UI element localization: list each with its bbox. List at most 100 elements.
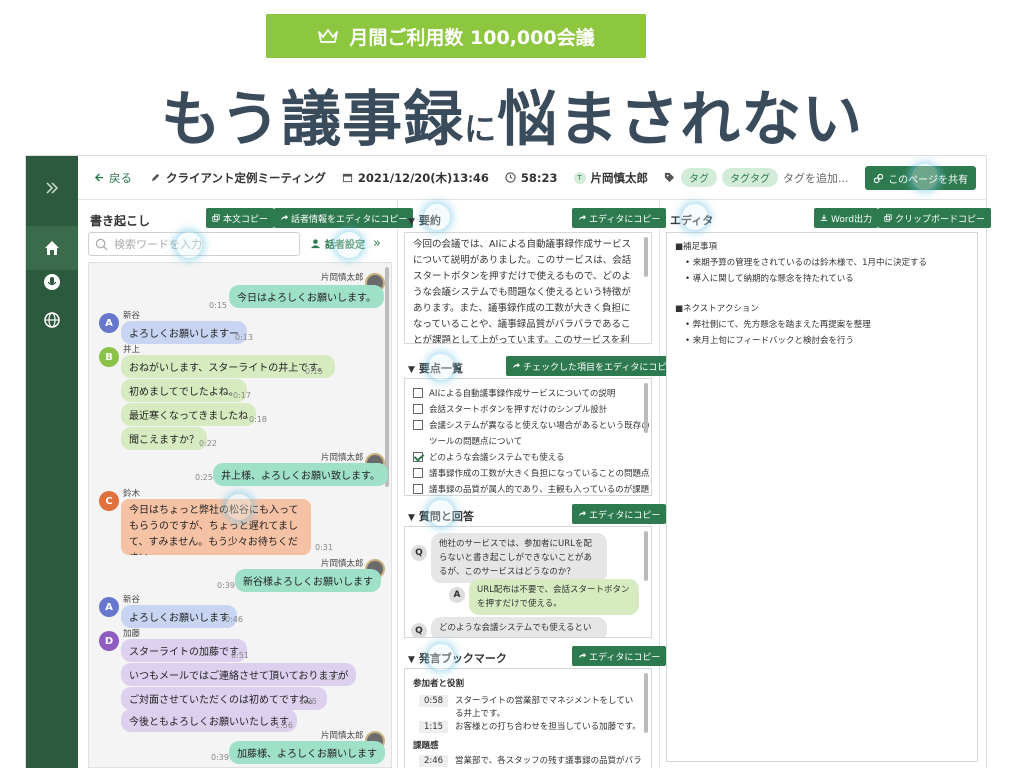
word-export-button[interactable]: Word出力: [814, 208, 879, 228]
bookmark-time[interactable]: 1:15: [419, 721, 449, 733]
hero-title-part2: 悩まされない: [497, 85, 864, 155]
list-item[interactable]: スターライトの加藤です: [121, 639, 247, 662]
home-icon[interactable]: [40, 236, 64, 260]
avatar: A: [99, 313, 119, 333]
list-item[interactable]: 議事録の品質が属人的であり、主観も入っているのが課題: [413, 483, 649, 495]
list-item[interactable]: ご対面させていただくのは初めてですね。: [121, 687, 327, 710]
datetime-text: 2021/12/20(木)13:46: [357, 170, 489, 185]
bookmarks-scrollbar[interactable]: [644, 673, 648, 733]
keypoints-scrollbar[interactable]: [644, 383, 648, 433]
question-icon: Q: [411, 545, 427, 561]
checkbox[interactable]: [413, 468, 423, 478]
list-item-continuation: ツールの問題点について: [429, 435, 522, 447]
expand-icon[interactable]: [40, 176, 64, 200]
list-item[interactable]: おねがいします、スターライトの井上です。: [121, 355, 336, 378]
speaker-settings-label: 話者設定: [325, 240, 365, 251]
qa-title[interactable]: ▼質問と回答: [408, 508, 474, 524]
avatar: C: [99, 491, 119, 511]
speaker-settings-button[interactable]: 話者設定 »: [310, 236, 381, 251]
qa-copy-button[interactable]: エディタにコピー: [572, 504, 667, 524]
chat-scrollbar[interactable]: [385, 267, 389, 487]
hero-title-part1: もう議事録: [160, 85, 465, 155]
tag-add-input[interactable]: タグを追加...: [783, 171, 849, 185]
speaker-name: 新谷: [123, 595, 141, 605]
summary-copy-button[interactable]: エディタにコピー: [572, 208, 667, 228]
list-item[interactable]: 会議システムが異なると使えない場合があるという既存の: [413, 419, 650, 431]
editor-panel: エディタ Word出力 クリップボードコピー ■補足事項 • 来期予算の管理をさ…: [660, 200, 992, 768]
summary-title-text: 要約: [418, 214, 441, 227]
tag-chip[interactable]: タグタグ: [722, 168, 779, 187]
qa-scrollbar[interactable]: [644, 531, 648, 581]
meeting-title-text: クライアント定例ミーティング: [166, 170, 326, 185]
globe-icon[interactable]: [40, 308, 64, 332]
word-export-label: Word出力: [831, 214, 873, 225]
bookmarks-copy-button[interactable]: エディタにコピー: [572, 646, 667, 666]
clipboard-copy-button[interactable]: クリップボードコピー: [878, 208, 992, 228]
list-item[interactable]: 今後ともよろしくお願いいたします: [121, 709, 297, 732]
timestamp: 0:17: [233, 391, 251, 400]
keypoints-box: AIによる自動議事録作成サービスについての説明 会話スタートボタンを押すだけのシ…: [404, 378, 652, 496]
timestamp: 0:13: [235, 333, 253, 342]
summary-copy-label: エディタにコピー: [589, 214, 661, 225]
share-page-button[interactable]: このページを共有: [865, 166, 976, 190]
list-item[interactable]: 今日はよろしくお願いします。: [229, 285, 384, 308]
bookmarks-box: 参加者と役割 0:58 スターライトの営業部でマネジメントをしている井上です。 …: [404, 668, 652, 768]
checkbox[interactable]: [413, 420, 423, 430]
meeting-title[interactable]: クライアント定例ミーティング: [150, 170, 326, 186]
search-input[interactable]: 検索ワードを入力: [88, 232, 300, 256]
checkbox-checked[interactable]: [413, 452, 423, 462]
bookmark-time[interactable]: 0:58: [419, 695, 449, 707]
checkbox[interactable]: [413, 388, 423, 398]
analysis-panel: ▼要約 エディタにコピー 今回の会議では、AIによる自動議事録作成サービスについ…: [398, 200, 682, 768]
share-arrow-icon: [578, 214, 586, 221]
checkbox[interactable]: [413, 484, 423, 494]
list-item[interactable]: 最近寒くなってきましたね: [121, 403, 257, 426]
editor-textarea[interactable]: ■補足事項 • 来期予算の管理をされているのは鈴木様で、1月中に決定する • 導…: [666, 232, 978, 762]
list-item[interactable]: よろしくお願いします: [121, 605, 237, 628]
back-link[interactable]: 戻る: [94, 170, 132, 186]
keypoints-copy-button[interactable]: チェックした項目をエディタにコピー: [506, 356, 682, 376]
tag-chip[interactable]: タグ: [681, 168, 718, 187]
bookmarks-title[interactable]: ▼発言ブックマーク: [408, 650, 507, 666]
collapse-triangle-icon: ▼: [408, 655, 415, 665]
bookmark-group-title: 課題感: [413, 741, 439, 751]
list-item[interactable]: 初めましてでしたよね。: [121, 379, 247, 402]
list-item[interactable]: よろしくお願いしますー: [121, 321, 247, 344]
share-arrow-icon: [578, 510, 586, 517]
avatar: A: [99, 597, 119, 617]
qa-title-text: 質問と回答: [418, 510, 474, 523]
keypoint-text: 会議システムが異なると使えない場合があるという既存の: [429, 421, 650, 431]
speaker-name: 片岡慎太郎: [321, 731, 364, 741]
bookmark-time[interactable]: 2:46: [419, 755, 449, 767]
timestamp: 1:17: [323, 673, 341, 682]
editor-bullet-text: 弊社側にて、先方懸念を踏まえた再提案を整理: [692, 320, 871, 330]
list-item[interactable]: 新谷様よろしくお願いします: [235, 569, 381, 592]
keypoints-title[interactable]: ▼要点一覧: [408, 360, 463, 376]
summary-title[interactable]: ▼要約: [408, 212, 441, 228]
usage-badge-text: 月間ご利用数 100,000会議: [349, 26, 595, 49]
collapse-triangle-icon: ▼: [408, 217, 415, 227]
copy-speaker-button[interactable]: 話者情報をエディタにコピー: [274, 208, 414, 228]
summary-box[interactable]: 今回の会議では、AIによる自動議事録作成サービスについて説明がありました。このサ…: [404, 232, 652, 344]
summary-scrollbar[interactable]: [644, 237, 648, 277]
list-item[interactable]: 議事録作成の工数が大きく負担になっていることの問題点: [413, 467, 650, 479]
list-item[interactable]: 井上様、よろしくお願い致します。: [213, 463, 388, 486]
list-item[interactable]: どのような会議システムでも使える: [413, 451, 565, 463]
editor-bullet: • 来期予算の管理をされているのは鈴木様で、1月中に決定する: [685, 258, 928, 268]
chat-list[interactable]: 片岡慎太郎 今日はよろしくお願いします。 0:15 A 新谷 よろしくお願いしま…: [88, 262, 392, 768]
list-item[interactable]: 加藤様、よろしくお願いします: [229, 741, 385, 764]
usage-badge: 月間ご利用数 100,000会議: [266, 14, 646, 58]
copy-text-button[interactable]: 本文コピー: [206, 208, 275, 228]
list-item[interactable]: 聞こえますか？: [121, 427, 207, 450]
editor-bullet-text: 導入に関して納期的な懸念を持たれている: [692, 274, 854, 284]
list-item[interactable]: 会話スタートボタンを押すだけのシンプル設計: [413, 403, 607, 415]
checkbox[interactable]: [413, 404, 423, 414]
list-item[interactable]: いつもメールではご連絡させて頂いておりますが: [121, 663, 357, 686]
list-item[interactable]: AIによる自動議事録作成サービスについての説明: [413, 387, 615, 399]
duration-text: 58:23: [520, 170, 558, 185]
download-icon: [820, 214, 828, 221]
speaker-name: 片岡慎太郎: [321, 453, 364, 463]
list-item[interactable]: 今日はちょっと弊社の松谷にも入ってもらうのですが、ちょっと遅れてまして、すみませ…: [121, 499, 311, 555]
microphone-icon[interactable]: [40, 270, 64, 294]
editor-bullet-text: 来月上旬にフィードバックと検討会を行う: [692, 336, 855, 346]
